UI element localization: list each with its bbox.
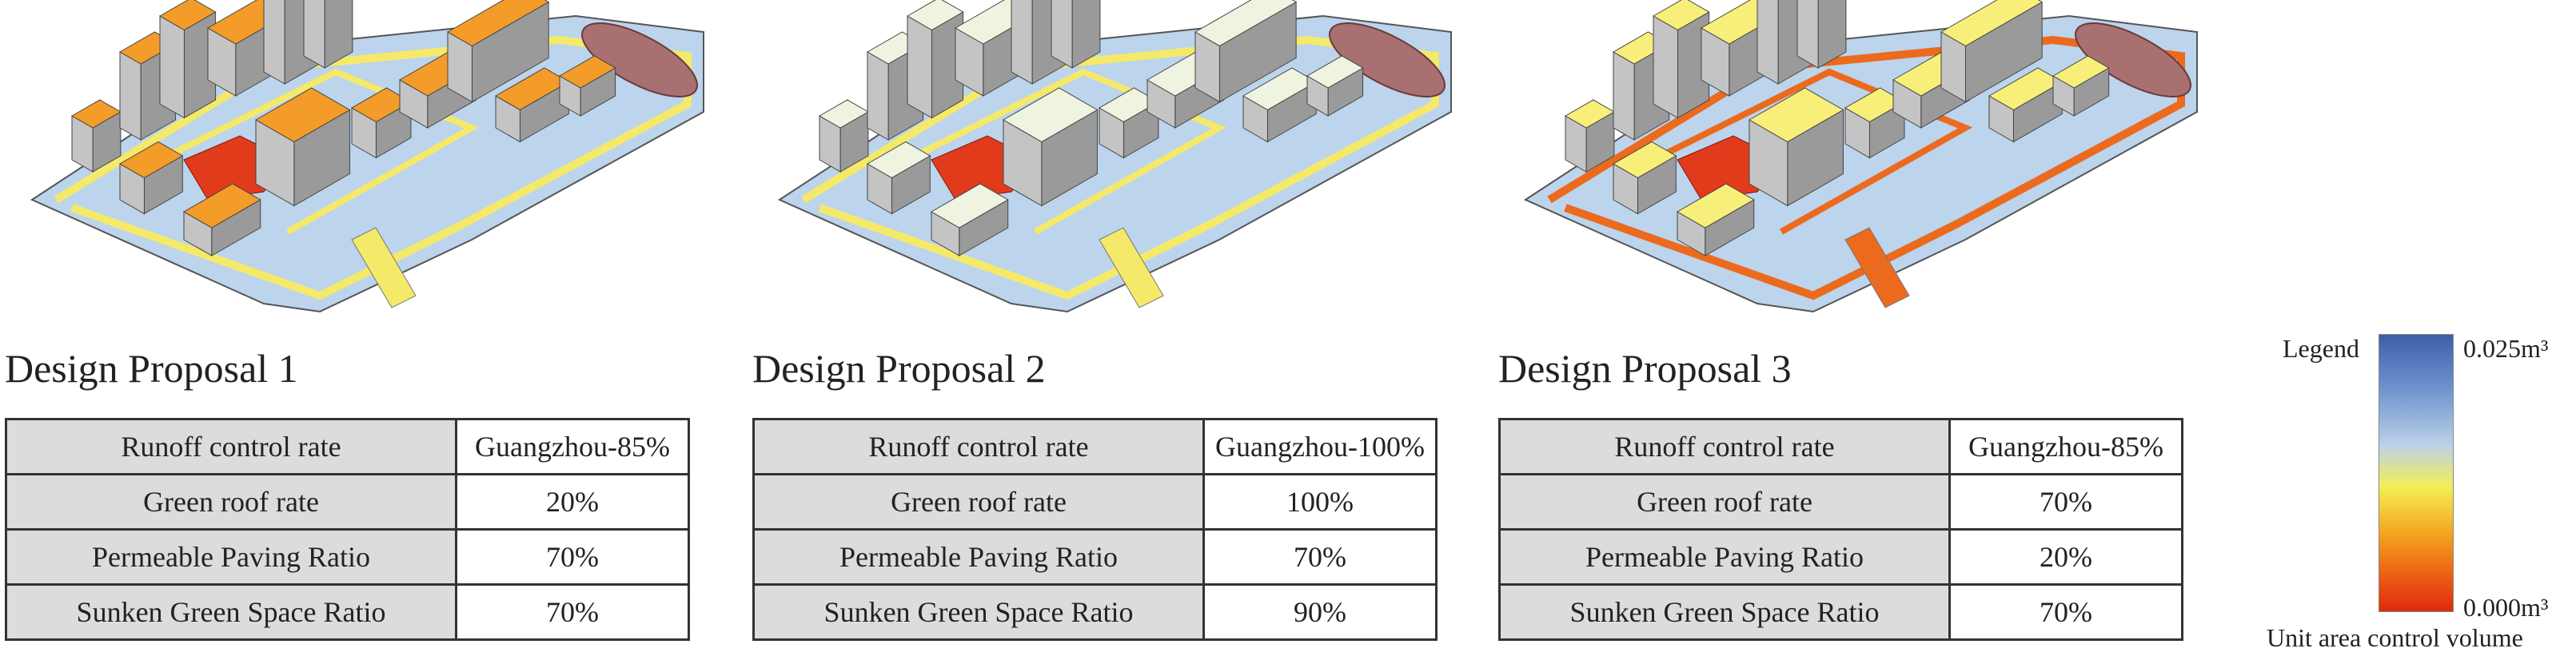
building-block (1796, 0, 1847, 69)
building-block (1306, 55, 1364, 117)
running-track (1328, 22, 1446, 97)
building-block (1051, 0, 1101, 69)
site-model-render-2 (777, 0, 1452, 313)
proposal-title: Design Proposal 2 (752, 346, 1046, 391)
proposal-panel-3: Design Proposal 3 Runoff control rate Gu… (1493, 0, 2198, 668)
building-block (1194, 0, 1298, 103)
building-block (303, 0, 353, 69)
parameter-value: 70% (1948, 473, 2183, 531)
table-row: Runoff control rate Guangzhou-85% (1498, 418, 2183, 475)
parameter-value: Guangzhou-100% (1202, 418, 1438, 475)
parameter-table: Runoff control rate Guangzhou-85% Green … (5, 418, 690, 641)
parameter-label: Green roof rate (752, 473, 1205, 531)
building-block (1988, 67, 2064, 143)
parameter-label: Sunken Green Space Ratio (5, 583, 457, 641)
building-block (2052, 55, 2110, 117)
parameter-value: 70% (455, 583, 690, 641)
table-row: Permeable Paving Ratio 70% (5, 528, 690, 586)
table-row: Permeable Paving Ratio 20% (1498, 528, 2183, 586)
table-row: Permeable Paving Ratio 70% (752, 528, 1438, 586)
parameter-label: Green roof rate (1498, 473, 1951, 531)
site-model-render-3 (1523, 0, 2198, 313)
access-bridge (351, 227, 417, 308)
building-block (446, 0, 550, 103)
proposal-panel-1: Design Proposal 1 Runoff control rate Gu… (0, 0, 704, 668)
building-block (182, 183, 261, 256)
parameter-label: Runoff control rate (1498, 418, 1951, 475)
table-row: Sunken Green Space Ratio 70% (1498, 583, 2183, 641)
parameter-value: 70% (455, 528, 690, 586)
parameter-label: Runoff control rate (752, 418, 1205, 475)
legend-title: Legend (2283, 334, 2359, 363)
building-block (1652, 0, 1710, 119)
legend-min-label: 0.000m³ (2463, 593, 2549, 622)
table-row: Sunken Green Space Ratio 70% (5, 583, 690, 641)
building-block (1098, 87, 1159, 159)
proposal-panel-2: Design Proposal 2 Runoff control rate Gu… (748, 0, 1452, 668)
legend-max-label: 0.025m³ (2463, 334, 2549, 363)
building-block (350, 87, 412, 159)
table-row: Runoff control rate Guangzhou-85% (5, 418, 690, 475)
parameter-label: Runoff control rate (5, 418, 457, 475)
parameter-value: 70% (1202, 528, 1438, 586)
building-block (1242, 67, 1318, 143)
parameter-value: Guangzhou-85% (455, 418, 690, 475)
building-block (118, 141, 184, 215)
access-bridge (1099, 227, 1164, 308)
building-block (1940, 0, 2044, 103)
building-block (1002, 87, 1099, 207)
legend-caption: Unit area control volume (2267, 623, 2523, 652)
building-block (930, 183, 1009, 256)
parameter-table: Runoff control rate Guangzhou-85% Green … (1498, 418, 2183, 641)
table-row: Runoff control rate Guangzhou-100% (752, 418, 1438, 475)
parameter-value: 20% (455, 473, 690, 531)
parameter-value: 70% (1948, 583, 2183, 641)
building-block (158, 0, 217, 119)
parameter-value: Guangzhou-85% (1948, 418, 2183, 475)
access-bridge (1844, 227, 1910, 308)
building-block (818, 99, 869, 173)
building-block (1676, 183, 1755, 256)
table-row: Green roof rate 100% (752, 473, 1438, 531)
legend: Legend 0.025m³ 0.000m³ Unit area control… (2267, 328, 2570, 663)
building-block (1844, 87, 1905, 159)
building-block (906, 0, 964, 119)
table-row: Sunken Green Space Ratio 90% (752, 583, 1438, 641)
table-row: Green roof rate 20% (5, 473, 690, 531)
legend-color-bar (2379, 334, 2454, 612)
building-block (1748, 87, 1844, 207)
parameter-label: Permeable Paving Ratio (1498, 528, 1951, 586)
parameter-label: Permeable Paving Ratio (752, 528, 1205, 586)
proposal-title: Design Proposal 3 (1498, 346, 1792, 391)
running-track (580, 22, 699, 97)
table-row: Green roof rate 70% (1498, 473, 2183, 531)
parameter-value: 90% (1202, 583, 1438, 641)
proposal-title: Design Proposal 1 (5, 346, 298, 391)
parameter-table: Runoff control rate Guangzhou-100% Green… (752, 418, 1438, 641)
parameter-value: 20% (1948, 528, 2183, 586)
parameter-label: Sunken Green Space Ratio (752, 583, 1205, 641)
building-block (558, 55, 616, 117)
building-block (866, 141, 931, 215)
parameter-value: 100% (1202, 473, 1438, 531)
site-model-render-1 (30, 0, 704, 313)
parameter-label: Green roof rate (5, 473, 457, 531)
parameter-label: Permeable Paving Ratio (5, 528, 457, 586)
parameter-label: Sunken Green Space Ratio (1498, 583, 1951, 641)
building-block (254, 87, 351, 207)
building-block (1612, 141, 1677, 215)
running-track (2074, 22, 2192, 97)
